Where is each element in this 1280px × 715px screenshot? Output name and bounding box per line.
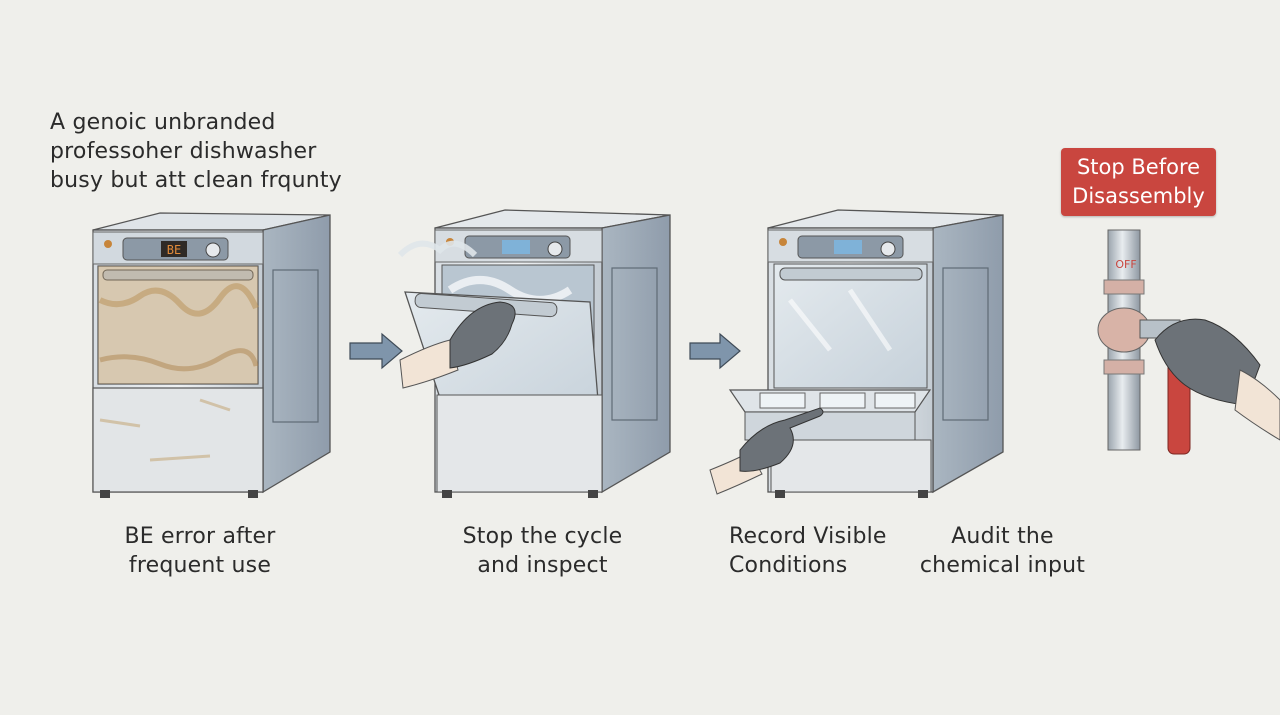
dishwasher-drawer [709,209,1004,498]
step-2-caption: Stop the cycle and inspect [462,524,623,578]
intro-text: A genoic unbranded professoher dishwashe… [50,110,342,193]
step-1-caption: BE error after frequent use [124,524,276,578]
flow-arrow-1 [349,332,403,370]
valve-off-label: OFF [1115,258,1136,271]
water-valve: OFF [1097,229,1280,455]
flow-arrow-2 [689,332,741,370]
step-4-caption: Audit the chemical input [919,524,1086,578]
error-display: BE [167,243,181,257]
step-3-caption: Record Visible Conditions [729,524,887,578]
dishwasher-open-door [397,209,671,498]
dishwasher-dirty: BE [92,212,331,498]
stop-before-disassembly-sign: Stop Before Disassembly [1061,148,1216,216]
